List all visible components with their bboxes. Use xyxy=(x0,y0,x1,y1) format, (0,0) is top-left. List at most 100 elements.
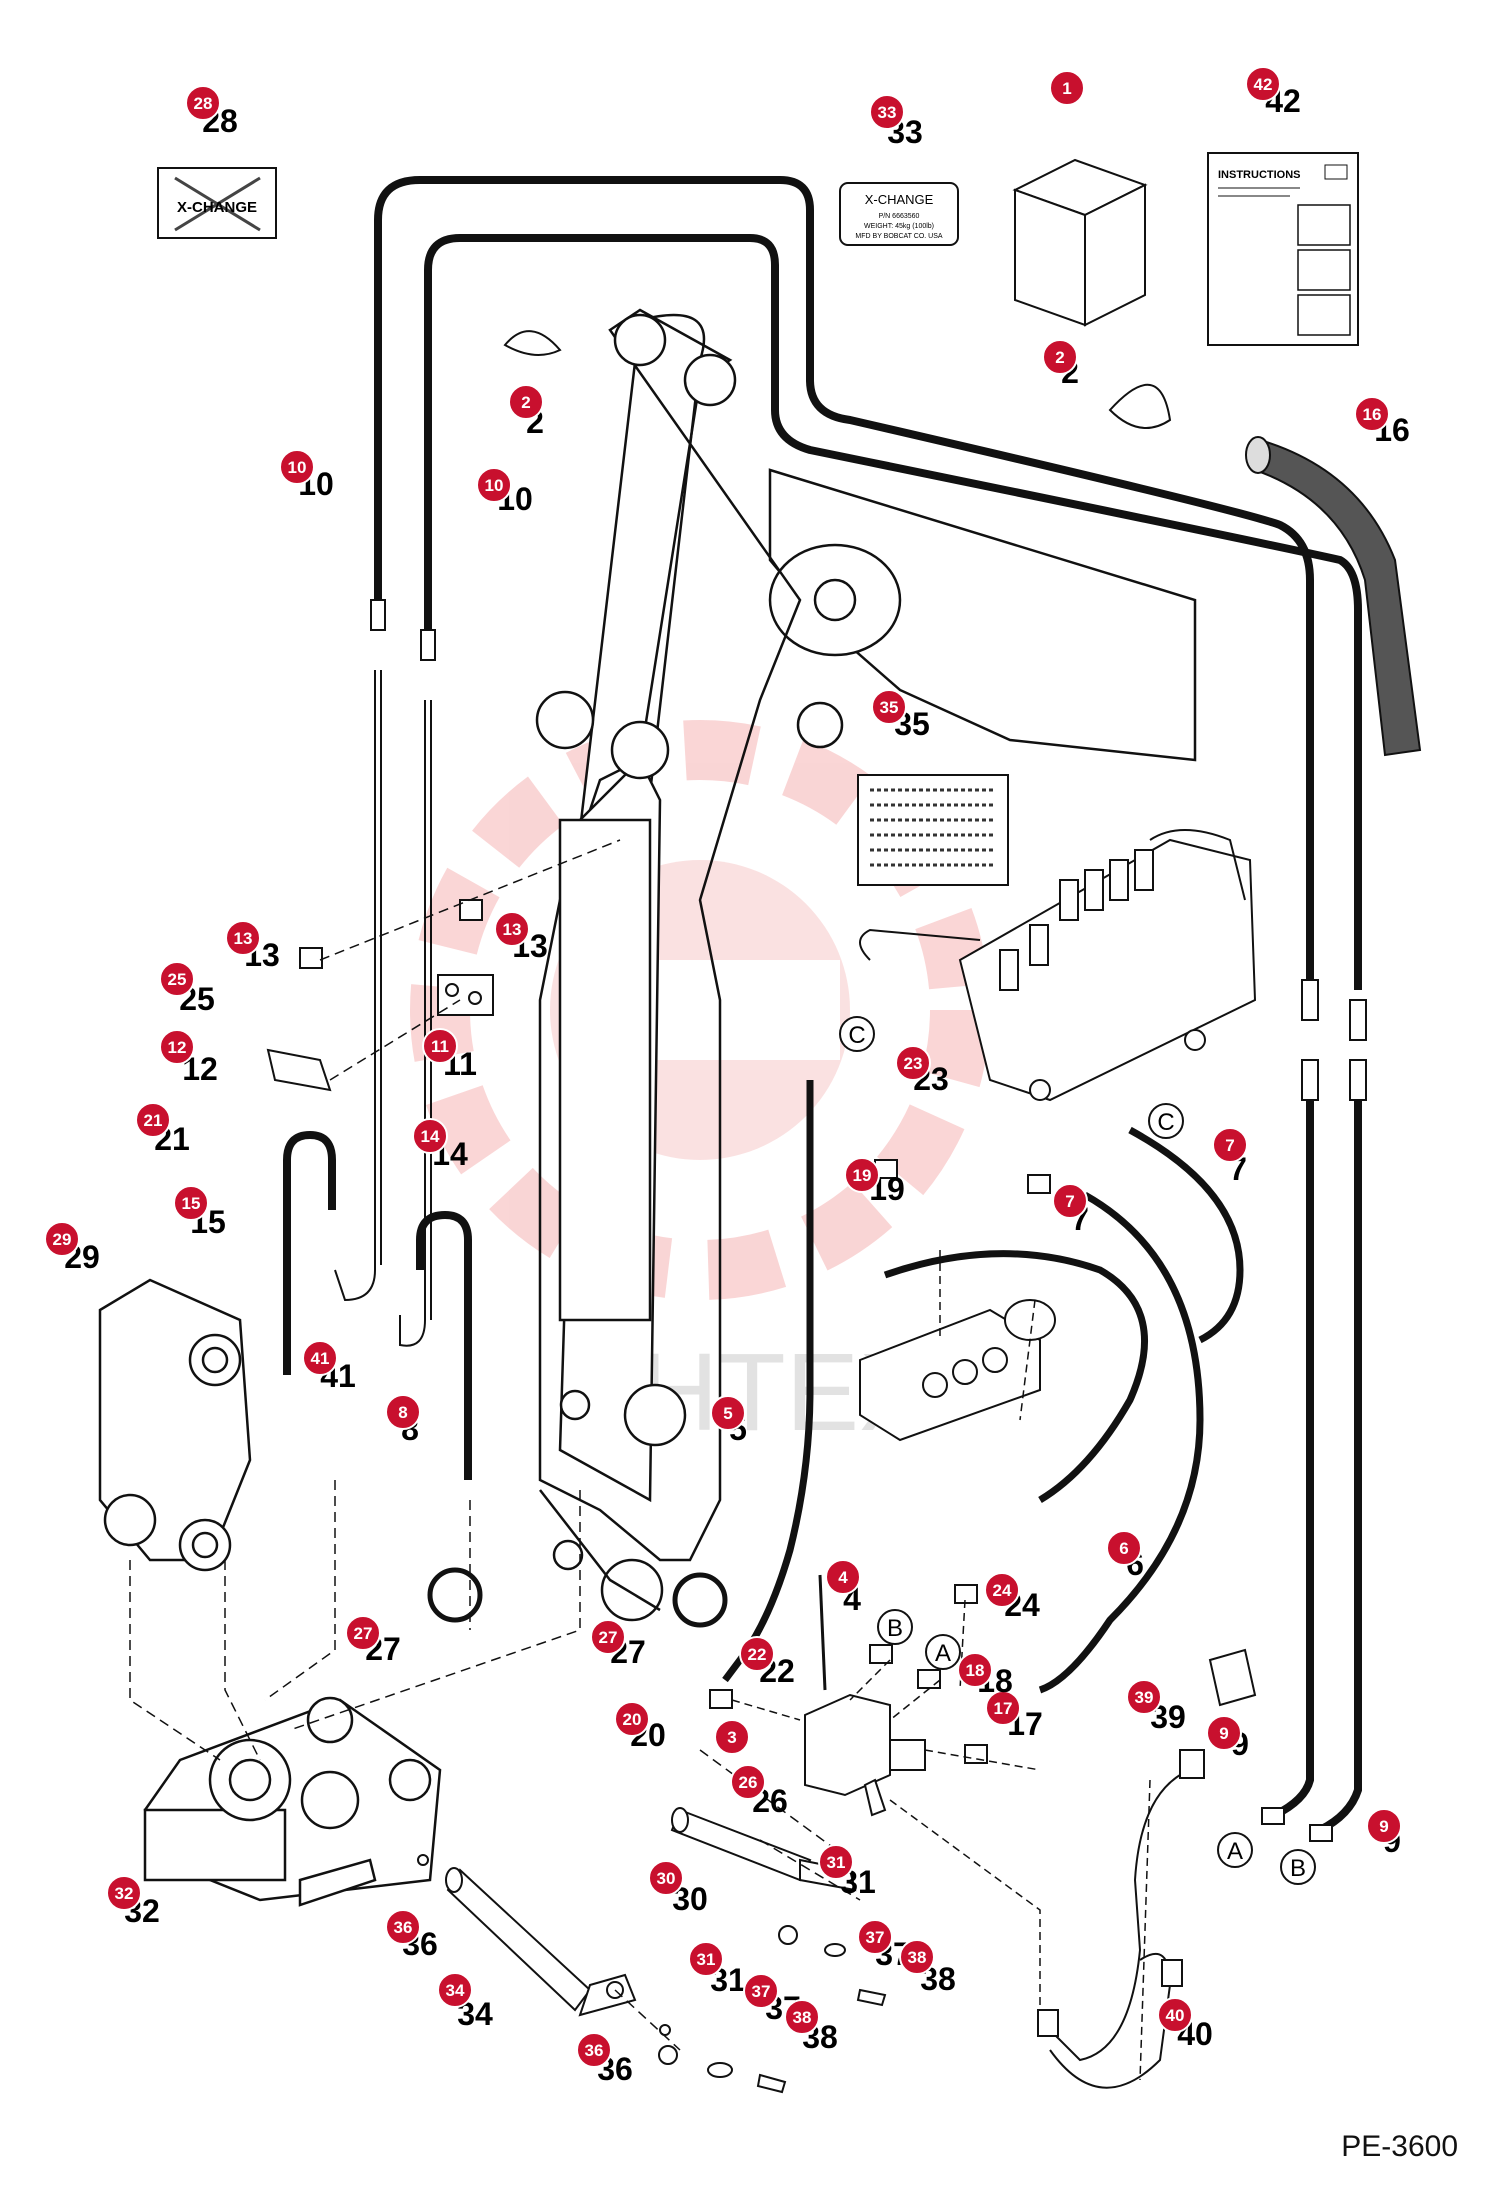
o-ring-27a xyxy=(427,1567,483,1623)
callout-badge-number-31: 31 xyxy=(827,1853,846,1872)
leader-dashed-3 xyxy=(129,1480,581,1761)
callout-badge-number-36b: 36 xyxy=(585,2041,604,2060)
callout-badge-number-19: 19 xyxy=(853,1166,872,1185)
callout-badge-number-10: 10 xyxy=(288,458,307,477)
decal-xchange-28: X-CHANGE xyxy=(157,167,277,239)
callout-badge-36b xyxy=(576,2032,612,2068)
callout-badge-number-38: 38 xyxy=(908,1948,927,1967)
callout-badge-21 xyxy=(135,1102,171,1138)
steel-tubes xyxy=(334,599,436,1347)
callout-badge-number-7b: 7 xyxy=(1065,1192,1074,1211)
callout-badge-40 xyxy=(1157,1997,1193,2033)
leader-dashed-7 xyxy=(889,1779,1151,2081)
callout-badge-25 xyxy=(159,961,195,997)
callout-badge-27b xyxy=(590,1619,626,1655)
callout-badge-4 xyxy=(825,1559,861,1595)
decal-35 xyxy=(857,774,1009,886)
callout-badge-22 xyxy=(739,1636,775,1672)
callout-badge-31b xyxy=(688,1941,724,1977)
callout-badge-11 xyxy=(422,1028,458,1064)
callout-9b: 99 xyxy=(1366,1808,1402,1859)
callout-badge-24 xyxy=(984,1572,1020,1608)
callout-badge-41 xyxy=(302,1340,338,1376)
callout-badge-26 xyxy=(730,1764,766,1800)
callout-badge-number-2: 2 xyxy=(521,393,530,412)
leader-dashed-2 xyxy=(329,999,461,1081)
decal-xchange-33: X-CHANGE P/N 6663560 WEIGHT: 45kg (100lb… xyxy=(839,182,959,246)
hose-14 xyxy=(416,1210,472,1480)
callout-badge-34 xyxy=(437,1972,473,2008)
callout-badge-39 xyxy=(1126,1679,1162,1715)
control-valve-bank xyxy=(859,829,1257,1102)
callout-badge-number-18: 18 xyxy=(966,1661,985,1680)
port-c-2: C xyxy=(1157,1109,1174,1136)
callout-badge-10 xyxy=(279,449,315,485)
decal-33-line1: P/N 6663560 xyxy=(879,213,920,220)
callout-badge-number-6: 6 xyxy=(1119,1539,1128,1558)
callout-badge-number-3: 3 xyxy=(727,1728,736,1747)
port-b-2: B xyxy=(1290,1855,1306,1882)
callout-7: 77 xyxy=(1212,1127,1248,1187)
callout-badge-number-25: 25 xyxy=(168,970,187,989)
callout-badge-number-12: 12 xyxy=(168,1038,187,1057)
callout-badge-number-38b: 38 xyxy=(793,2008,812,2027)
callout-badge-17 xyxy=(985,1690,1021,1726)
callout-badge-number-27: 27 xyxy=(354,1624,373,1643)
decal-33-title: X-CHANGE xyxy=(865,192,934,207)
machine-arm xyxy=(578,313,1197,883)
callout-8: 88 xyxy=(385,1394,421,1447)
callout-badge-number-9b: 9 xyxy=(1379,1817,1388,1836)
brackets xyxy=(266,899,494,1092)
callout-badge-20 xyxy=(614,1701,650,1737)
callout-badge-number-8: 8 xyxy=(398,1403,407,1422)
decal-33-line3: MFD BY BOBCAT CO. USA xyxy=(855,233,942,240)
callout-badge-number-4: 4 xyxy=(838,1568,848,1587)
callout-badge-number-11: 11 xyxy=(431,1037,449,1056)
callout-badge-number-17: 17 xyxy=(994,1699,1013,1718)
decal-33-line2: WEIGHT: 45kg (100lb) xyxy=(864,223,934,230)
valve-block-3 xyxy=(804,1574,926,1817)
callout-badge-13 xyxy=(225,920,261,956)
port-b-1: B xyxy=(887,1615,903,1642)
callout-badge-number-35: 35 xyxy=(880,698,899,717)
callout-badge-18 xyxy=(957,1652,993,1688)
callout-badge-3 xyxy=(714,1719,750,1755)
callout-7b: 77 xyxy=(1052,1183,1089,1237)
instructions-title: INSTRUCTIONS xyxy=(1218,169,1301,181)
callout-badge-number-21: 21 xyxy=(144,1111,163,1130)
callout-2: 22 xyxy=(508,384,544,440)
quick-coupler-32 xyxy=(143,1696,442,1907)
callout-badge-number-26: 26 xyxy=(739,1773,758,1792)
callout-badge-number-37: 37 xyxy=(866,1928,885,1947)
callout-badge-number-36: 36 xyxy=(394,1918,413,1937)
callout-badge-10b xyxy=(476,467,512,503)
callout-badge-2 xyxy=(508,384,544,420)
callout-badge-2b xyxy=(1042,339,1078,375)
callout-badge-6 xyxy=(1106,1530,1142,1566)
callout-badge-number-13b: 13 xyxy=(503,920,522,939)
wire-harness-40 xyxy=(1037,1774,1183,2089)
callout-badge-number-14: 14 xyxy=(421,1127,440,1146)
leader-dashed-5 xyxy=(614,1749,861,2051)
hoses-9 xyxy=(1273,1070,1362,1834)
hose-15 xyxy=(283,1130,336,1375)
callout-badge-15 xyxy=(173,1185,209,1221)
